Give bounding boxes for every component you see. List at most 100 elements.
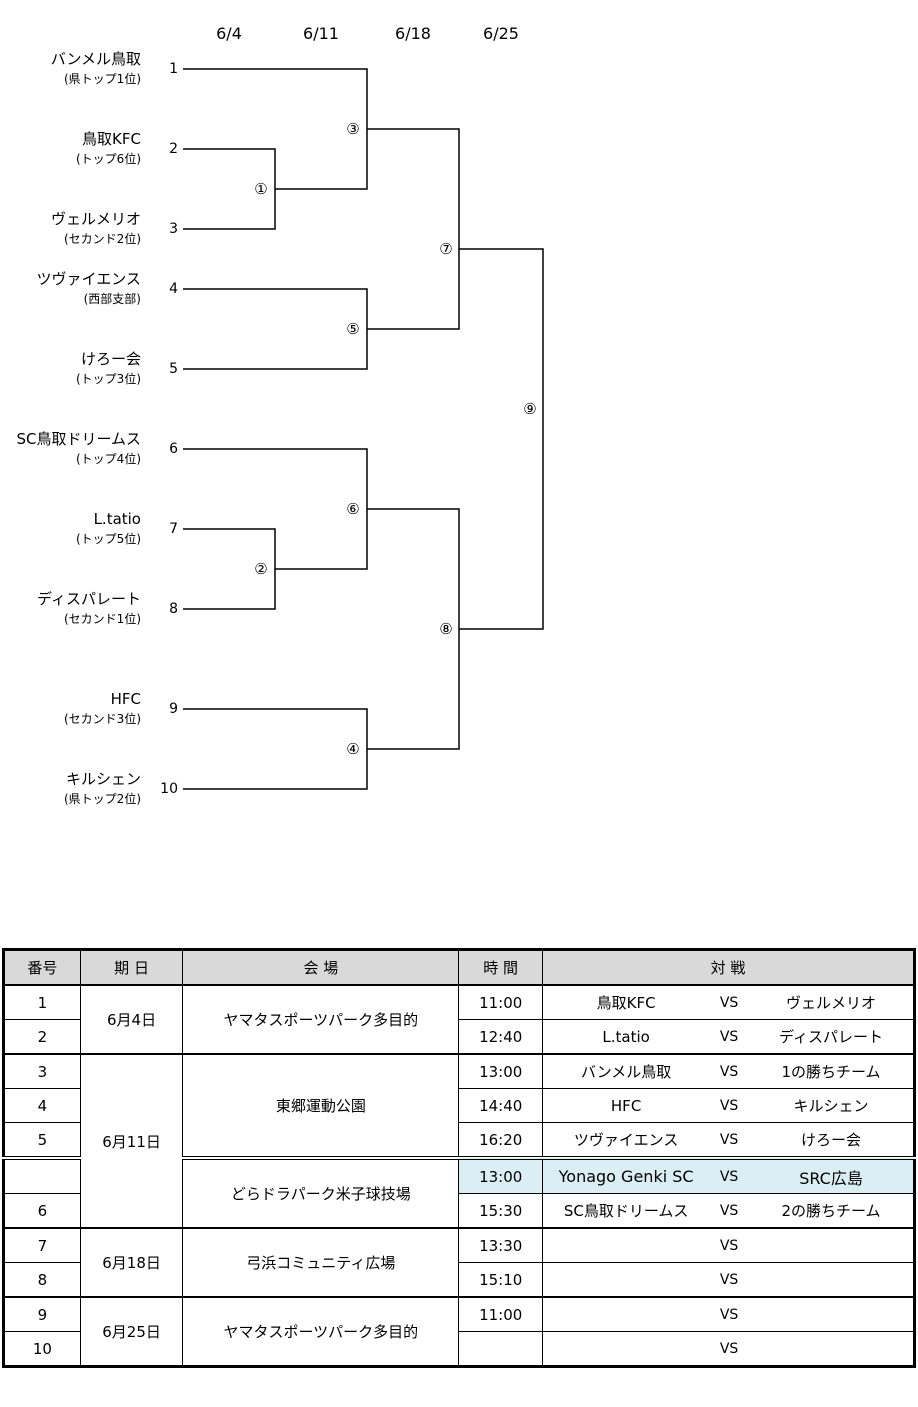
round-date-4: 6/25 xyxy=(483,24,519,43)
cell-home-team: L.tatio xyxy=(542,1019,710,1055)
team-rank: (トップ6位) xyxy=(76,152,141,166)
cell-away-team: SRC広島 xyxy=(749,1156,916,1194)
cell-number: 1 xyxy=(3,984,81,1020)
cell-time: 13:00 xyxy=(458,1053,544,1089)
round-date-1: 6/4 xyxy=(216,24,242,43)
cell-venue: どらドラパーク米子球技場 xyxy=(182,1156,460,1229)
seed-number: 7 xyxy=(169,521,178,537)
cell-venue: ヤマタスポーツパーク多目的 xyxy=(182,984,460,1055)
team-name: HFC xyxy=(110,690,141,708)
cell-home-team xyxy=(542,1262,710,1298)
team-entry: バンメル鳥取(県トップ1位) xyxy=(51,50,141,88)
cell-home-team: バンメル鳥取 xyxy=(542,1053,710,1089)
team-name: けろー会 xyxy=(80,350,141,368)
table-row: どらドラパーク米子球技場 13:00 Yonago Genki SC VS SR… xyxy=(3,1156,916,1229)
seed-number: 10 xyxy=(160,781,178,797)
cell-home-team: SC鳥取ドリームス xyxy=(542,1193,710,1229)
cell-time: 13:30 xyxy=(458,1227,544,1263)
cell-vs: VS xyxy=(709,1262,750,1298)
cell-time: 12:40 xyxy=(458,1019,544,1055)
schedule-table: 番号 期 日 会 場 時 間 対 戦 1 6月4日 ヤマタスポーツパーク多目的 … xyxy=(2,948,916,1368)
cell-vs: VS xyxy=(709,1156,750,1194)
seed-number: 3 xyxy=(169,221,178,237)
cell-home-team xyxy=(542,1296,710,1332)
team-rank: (セカンド3位) xyxy=(64,712,141,726)
cell-number: 2 xyxy=(3,1019,81,1055)
cell-venue: 弓浜コミュニティ広場 xyxy=(182,1227,460,1298)
table-row: 1 6月4日 ヤマタスポーツパーク多目的 11:00 鳥取KFC VS ヴェルメ… xyxy=(3,984,916,1055)
team-name: ヴェルメリオ xyxy=(50,210,141,228)
cell-number: 5 xyxy=(3,1122,81,1159)
team-entry: HFC (セカンド3位) xyxy=(64,690,141,728)
cell-number: 9 xyxy=(3,1296,81,1332)
match-number-1: ① xyxy=(251,181,271,197)
cell-number: 4 xyxy=(3,1088,81,1123)
team-name: L.tatio xyxy=(93,510,141,528)
team-rank: (西部支部) xyxy=(83,292,141,306)
cell-away-team xyxy=(749,1262,916,1298)
cell-vs: VS xyxy=(709,1227,750,1263)
seed-number: 9 xyxy=(169,701,178,717)
team-entry: ツヴァイエンス (西部支部) xyxy=(36,270,141,308)
team-rank: (県トップ2位) xyxy=(64,792,141,806)
cell-number xyxy=(3,1156,81,1194)
team-name: バンメル鳥取 xyxy=(50,50,141,68)
seed-number: 5 xyxy=(169,361,178,377)
seed-number: 4 xyxy=(169,281,178,297)
team-name: キルシェン xyxy=(65,770,141,788)
cell-vs: VS xyxy=(709,1122,750,1159)
cell-number: 10 xyxy=(3,1331,81,1367)
cell-away-team: 2の勝ちチーム xyxy=(749,1193,916,1229)
cell-away-team: ディスパレート xyxy=(749,1019,916,1055)
team-name: ツヴァイエンス xyxy=(36,270,141,288)
cell-vs: VS xyxy=(709,984,750,1020)
team-entry: ヴェルメリオ (セカンド2位) xyxy=(51,210,141,248)
cell-home-team xyxy=(542,1227,710,1263)
cell-time: 11:00 xyxy=(458,984,544,1020)
cell-home-team: ツヴァイエンス xyxy=(542,1122,710,1159)
team-name: 鳥取KFC xyxy=(82,130,141,148)
cell-vs: VS xyxy=(709,1296,750,1332)
team-name: SC鳥取ドリームス xyxy=(16,430,141,448)
cell-time: 15:10 xyxy=(458,1262,544,1298)
cell-home-team: HFC xyxy=(542,1088,710,1123)
match-number-7: ⑦ xyxy=(436,241,456,257)
table-row: 7 6月18日 弓浜コミュニティ広場 13:30 VS xyxy=(3,1227,916,1298)
cell-date: 6月18日 xyxy=(79,1227,184,1298)
table-row: 9 6月25日 ヤマタスポーツパーク多目的 11:00 VS xyxy=(3,1296,916,1367)
header-match: 対 戦 xyxy=(542,949,915,986)
match-number-9: ⑨ xyxy=(520,401,540,417)
cell-away-team xyxy=(749,1296,916,1332)
cell-time: 15:30 xyxy=(458,1193,544,1229)
cell-home-team: 鳥取KFC xyxy=(542,984,710,1020)
header-number: 番号 xyxy=(3,949,81,986)
team-entry: けろー会 (トップ3位) xyxy=(76,350,141,388)
team-rank: (トップ4位) xyxy=(76,452,141,466)
team-name: ディスパレート xyxy=(37,590,141,608)
table-row: 3 6月11日 東郷運動公園 13:00 バンメル鳥取 VS 1の勝ちチーム xyxy=(3,1053,916,1229)
team-rank: (セカンド2位) xyxy=(64,232,141,246)
cell-date: 6月11日 xyxy=(79,1053,184,1229)
cell-vs: VS xyxy=(709,1053,750,1089)
match-number-8: ⑧ xyxy=(436,621,456,637)
bracket-lines xyxy=(183,68,544,790)
team-entry: ディスパレート (セカンド1位) xyxy=(37,590,141,628)
team-rank: (トップ3位) xyxy=(76,372,141,386)
team-rank: (セカンド1位) xyxy=(64,612,141,626)
round-date-2: 6/11 xyxy=(303,24,339,43)
cell-home-team: Yonago Genki SC xyxy=(542,1156,710,1194)
cell-away-team: 1の勝ちチーム xyxy=(749,1053,916,1089)
cell-away-team: けろー会 xyxy=(749,1122,916,1159)
team-rank: (トップ5位) xyxy=(76,532,141,546)
cell-time xyxy=(458,1331,544,1367)
table-header-row: 番号 期 日 会 場 時 間 対 戦 xyxy=(3,949,915,986)
cell-time: 16:20 xyxy=(458,1122,544,1159)
header-venue: 会 場 xyxy=(182,949,460,986)
cell-number: 8 xyxy=(3,1262,81,1298)
round-date-3: 6/18 xyxy=(395,24,431,43)
cell-vs: VS xyxy=(709,1193,750,1229)
cell-number: 7 xyxy=(3,1227,81,1263)
match-number-5: ⑤ xyxy=(343,321,363,337)
table-row: 10 VS xyxy=(3,1331,916,1367)
team-entry: L.tatio (トップ5位) xyxy=(76,510,141,548)
